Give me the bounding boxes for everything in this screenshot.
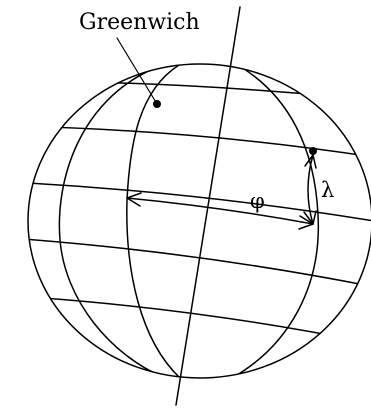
- sphere-outline: [27, 63, 371, 379]
- parallels: [28, 80, 371, 346]
- location-point: [309, 147, 317, 155]
- parallel-2: [28, 125, 371, 159]
- lambda-label: λ: [321, 178, 334, 202]
- parallel-3: [28, 181, 371, 223]
- greenwich-leader-line: [116, 37, 158, 105]
- meridian-east: [231, 64, 320, 378]
- parallel-1: [28, 80, 371, 102]
- rotation-axis: [175, 6, 241, 406]
- meridian-greenwich: [126, 64, 181, 378]
- lambda-arrow: [303, 154, 317, 225]
- meridians: [58, 64, 320, 378]
- greenwich-point: [153, 100, 161, 108]
- meridian-west: [58, 67, 166, 378]
- greenwich-label: Greenwich: [79, 10, 200, 35]
- phi-arrow: [126, 192, 314, 230]
- phi-label: φ: [250, 189, 265, 213]
